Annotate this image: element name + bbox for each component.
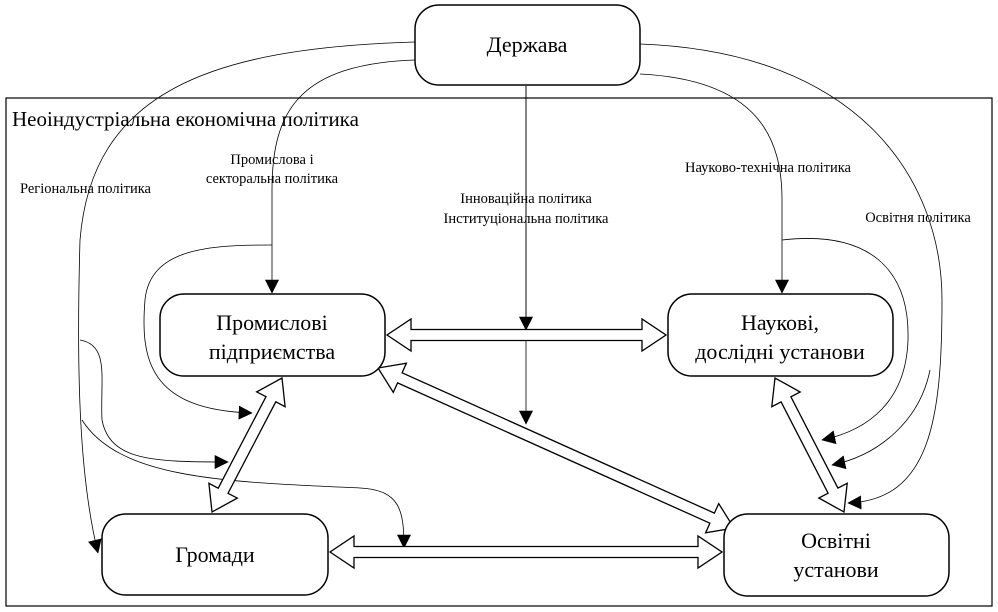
node-industry xyxy=(159,293,386,377)
arrow-industry-education xyxy=(376,362,736,534)
education-policy-arrow xyxy=(639,43,943,510)
node-communities-label: Громади xyxy=(175,542,255,567)
science-policy-arrow xyxy=(639,73,789,294)
education-policy-label: Освітня політика xyxy=(865,210,971,226)
node-education-label-1: Освітні xyxy=(801,528,871,553)
node-state xyxy=(414,4,641,86)
flow-education-policy-secondary xyxy=(831,369,931,470)
node-research-label-1: Наукові, xyxy=(741,310,819,335)
innovation-policy-label-1: Інноваційна політика xyxy=(460,191,592,207)
science-policy-label: Науково-технічна політика xyxy=(685,160,852,176)
arrow-industry-communities xyxy=(208,376,286,514)
node-industry-label-2: підприємства xyxy=(209,339,335,364)
arrow-research-education xyxy=(771,376,848,514)
innovation-policy-label-2: Інституціональна політика xyxy=(444,211,610,227)
flow-regional-to-center xyxy=(81,419,411,549)
arrow-communities-education xyxy=(328,534,724,570)
bidirectional-arrows xyxy=(208,317,848,570)
policy-frame xyxy=(5,97,993,607)
industrial-policy-arrow xyxy=(265,59,416,294)
node-industry-label-1: Промислові xyxy=(216,310,327,335)
flow-industry-self xyxy=(143,244,273,420)
flow-regional-to-industry xyxy=(79,339,229,469)
frame-title: Неоіндустріальна економічна політика xyxy=(12,107,360,131)
arrow-industry-research xyxy=(385,317,668,353)
flow-research-to-education xyxy=(781,238,909,445)
industrial-policy-label-2: секторальна політика xyxy=(206,171,339,187)
industrial-policy-label-1: Промислова і xyxy=(230,152,313,168)
policy-connectors xyxy=(78,41,943,554)
node-communities xyxy=(101,513,329,596)
node-education-label-2: установи xyxy=(793,557,879,582)
regional-policy-arrow xyxy=(78,41,416,554)
regional-policy-label: Регіональна політика xyxy=(20,181,152,197)
node-education xyxy=(723,513,950,597)
node-state-label: Держава xyxy=(487,32,568,57)
node-research-label-2: дослідні установи xyxy=(695,339,865,364)
node-research xyxy=(667,293,894,377)
